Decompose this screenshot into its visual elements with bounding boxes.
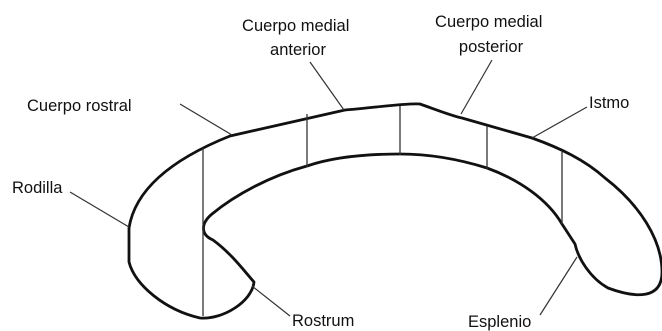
leader-rostrum <box>252 286 290 316</box>
label-cuerpo-rostral: Cuerpo rostral <box>27 97 132 115</box>
leader-istmo <box>532 107 587 138</box>
leader-cuerpo-medial-anterior <box>310 62 344 110</box>
corpus-callosum-outline <box>129 104 662 318</box>
leader-rodilla <box>70 192 129 227</box>
label-cuerpo-medial-posterior: Cuerpo medial posterior <box>435 13 547 56</box>
leader-esplenio <box>540 257 577 315</box>
leader-cuerpo-rostral <box>180 104 232 135</box>
label-istmo: Istmo <box>589 94 629 112</box>
label-rostrum: Rostrum <box>292 312 354 330</box>
leader-cuerpo-medial-posterior <box>461 60 492 114</box>
label-cuerpo-medial-anterior: Cuerpo medial anterior <box>242 17 354 59</box>
label-rodilla: Rodilla <box>12 179 63 197</box>
label-esplenio: Esplenio <box>468 313 531 331</box>
